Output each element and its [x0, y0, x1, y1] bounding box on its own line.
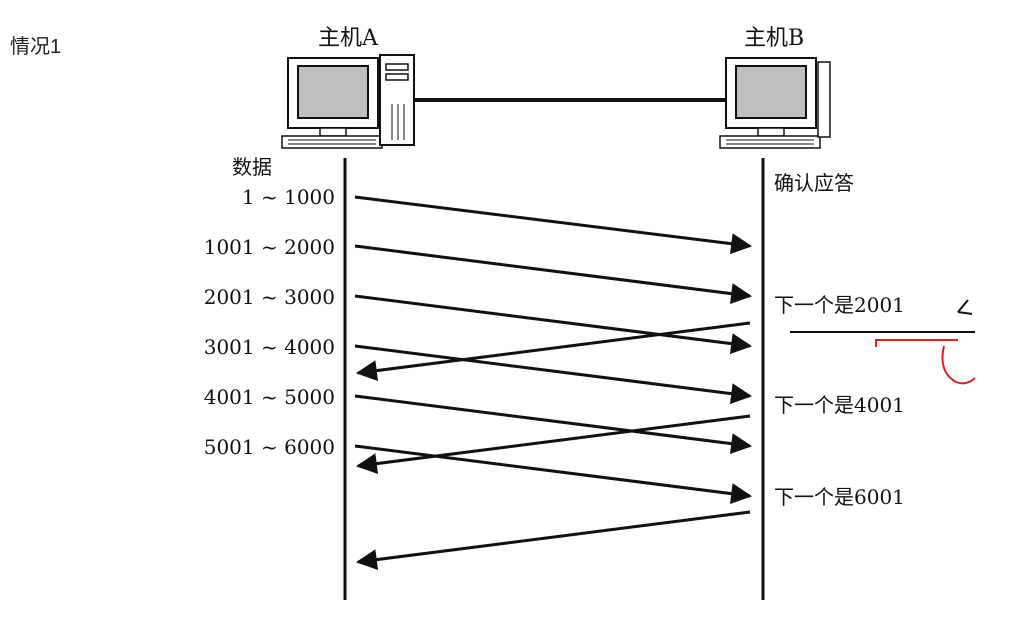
data-arrow [355, 246, 750, 296]
host-b-computer-icon [720, 58, 830, 148]
data-arrow [355, 296, 750, 346]
ack-arrow [358, 323, 750, 373]
segment-label: 1001 ~ 2000 [204, 235, 335, 259]
segment-label: 5001 ~ 6000 [204, 435, 335, 459]
data-arrow [355, 396, 750, 446]
ack-label: 下一个是2001 [774, 293, 905, 317]
ack-label: 下一个是4001 [774, 393, 905, 417]
host-b-label: 主机B [744, 26, 804, 51]
ack-label: 下一个是6001 [774, 485, 905, 509]
segment-label: 3001 ~ 4000 [204, 335, 335, 359]
segment-label: 2001 ~ 3000 [204, 285, 335, 309]
data-column-header: 数据 [232, 155, 272, 179]
segment-label: 4001 ~ 5000 [204, 385, 335, 409]
host-a-computer-icon [282, 55, 414, 148]
data-arrow [355, 197, 750, 246]
ack-arrow [358, 416, 750, 466]
segment-label: 1 ~ 1000 [242, 185, 335, 209]
data-arrow [355, 346, 750, 396]
data-arrow [355, 446, 750, 496]
host-a-label: 主机A [318, 26, 379, 51]
ack-column-header: 确认应答 [774, 171, 854, 195]
ack-arrow [358, 512, 750, 562]
